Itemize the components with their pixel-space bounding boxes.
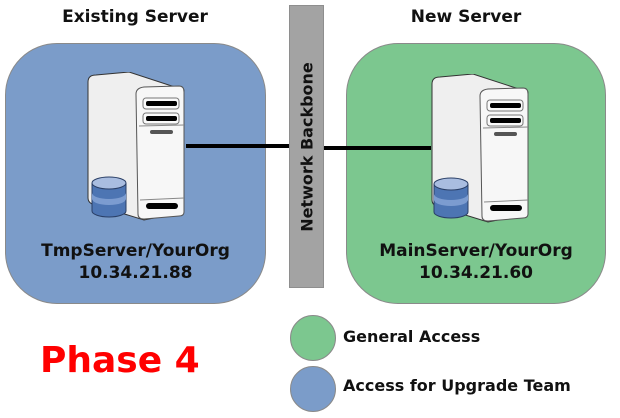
new-server-ip: 10.34.21.60 [418, 263, 533, 283]
network-backbone-label: Network Backbone [297, 61, 316, 232]
existing-server-heading: Existing Server [62, 7, 208, 27]
legend-label-upgrade-team: Access for Upgrade Team [343, 376, 571, 395]
network-cable-right [323, 146, 431, 150]
database-icon [91, 176, 127, 218]
new-server-name: MainServer/YourOrg [379, 241, 573, 261]
legend-swatch-upgrade-team [290, 366, 336, 412]
existing-database-icon [90, 175, 130, 220]
existing-server-name: TmpServer/YourOrg [41, 241, 230, 261]
phase-label: Phase 4 [40, 340, 200, 381]
network-backbone: Network Backbone [289, 5, 324, 288]
database-icon [433, 177, 469, 219]
legend-swatch-general-access [290, 315, 336, 361]
legend-label-general-access: General Access [343, 327, 481, 346]
new-server-heading: New Server [410, 7, 522, 27]
existing-server-ip: 10.34.21.88 [78, 263, 193, 283]
network-cable-left [186, 144, 290, 148]
new-database-icon [432, 176, 472, 221]
